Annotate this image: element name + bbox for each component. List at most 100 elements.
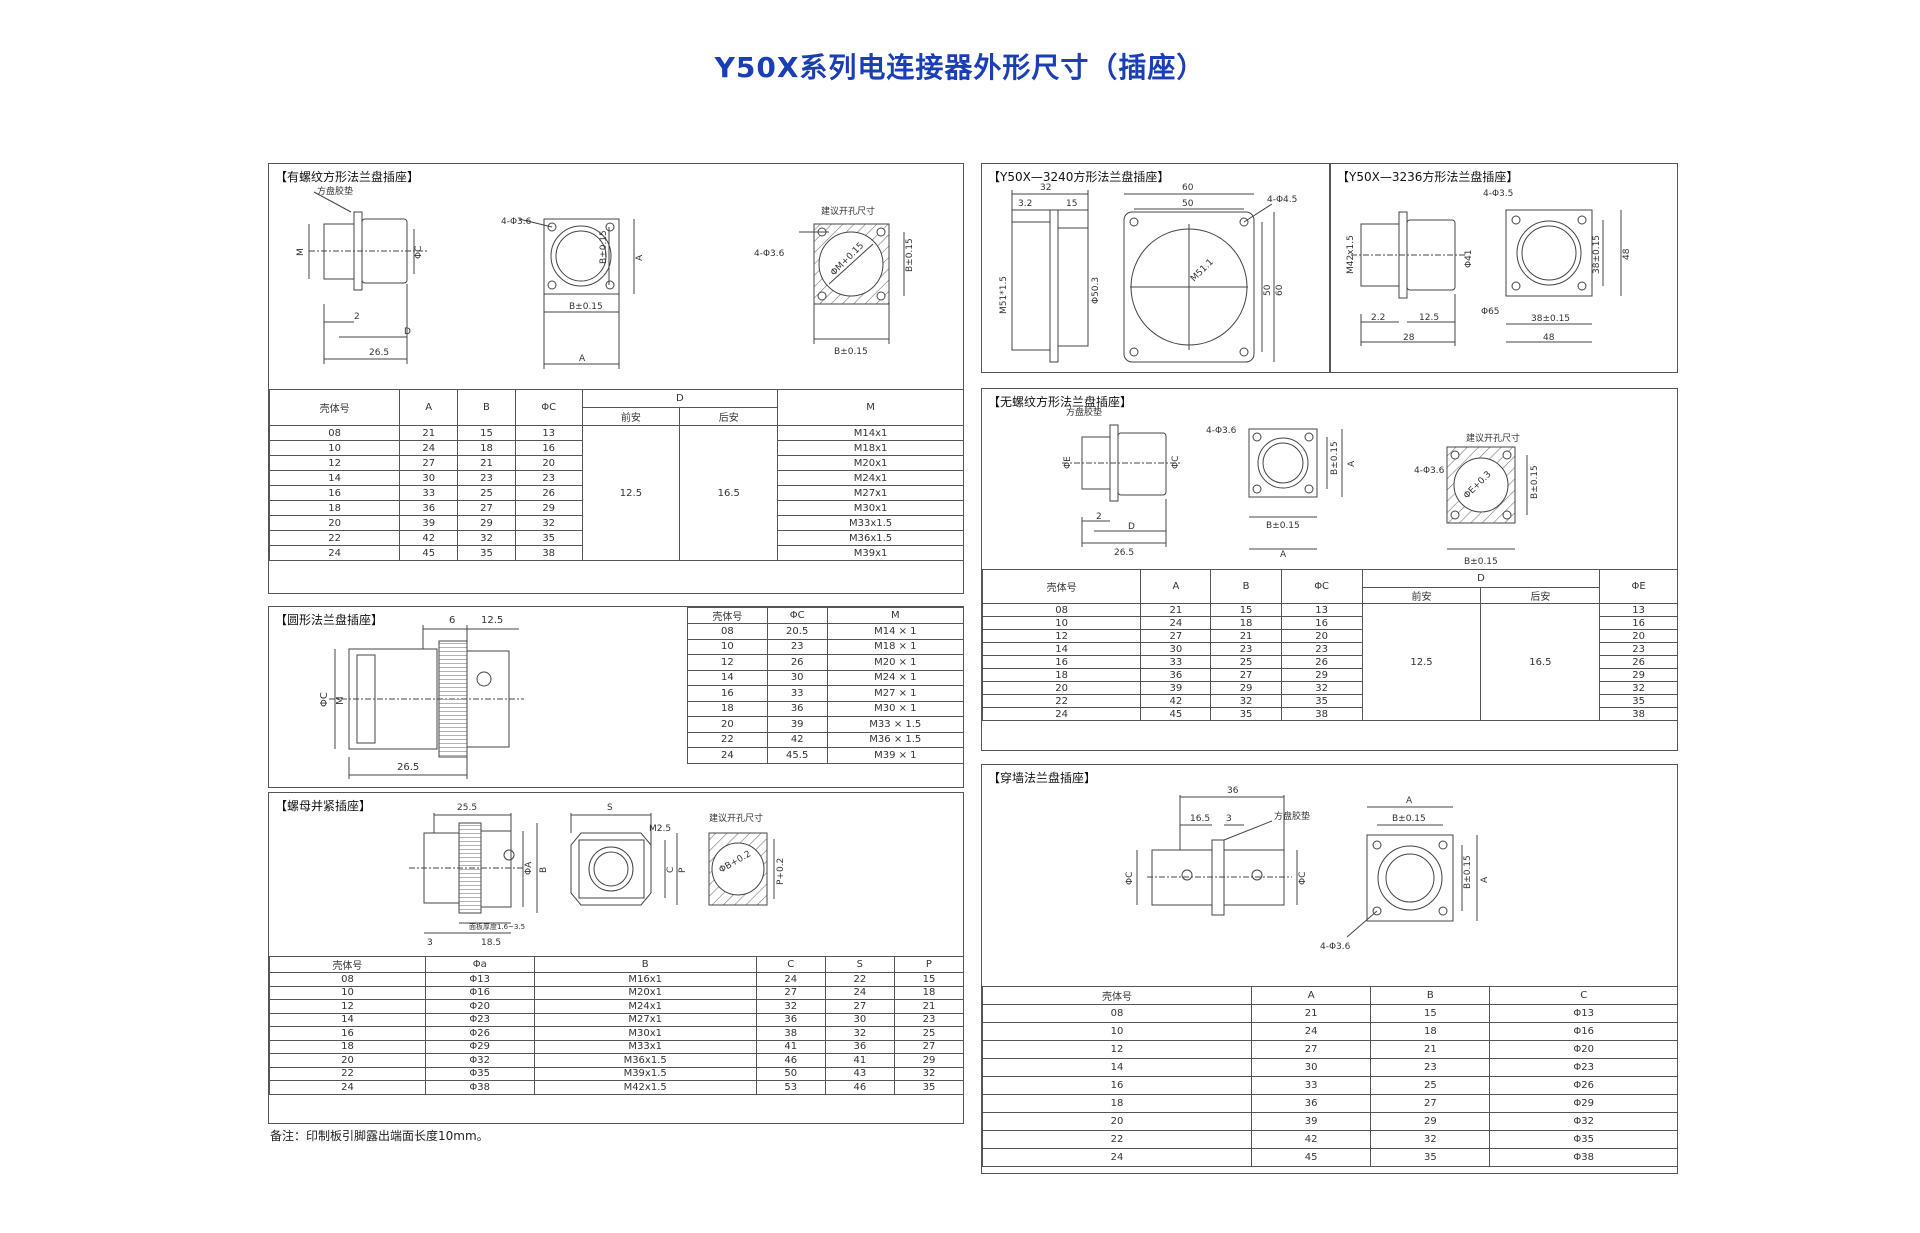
panel-round-flange: 【圆形法兰盘插座】 6 12.5 26.5 ΦC M xyxy=(268,606,965,788)
cell-5: 35 xyxy=(893,1080,965,1095)
cell-c: 38 xyxy=(514,545,583,561)
cell-c: 38 xyxy=(1280,707,1363,721)
cell-b: 32 xyxy=(457,530,516,546)
cell-0: 24 xyxy=(269,1080,426,1095)
cell-0: 22 xyxy=(687,731,768,748)
label-Bpm: B±0.15 xyxy=(1392,814,1426,824)
header-D: D xyxy=(1361,569,1601,588)
cell-0: 14 xyxy=(981,1058,1253,1077)
cell-2: 21 xyxy=(1370,1040,1491,1059)
cell-3: 27 xyxy=(755,985,826,1000)
cell-c: 20 xyxy=(514,455,583,471)
cell-shell: 14 xyxy=(268,470,401,486)
label-D: D xyxy=(404,327,411,337)
cell-a: 33 xyxy=(1140,655,1212,669)
cell-2: M33 × 1.5 xyxy=(826,716,965,733)
label-2: 2 xyxy=(1096,512,1102,522)
cell-last: M36x1.5 xyxy=(777,530,964,546)
cell-last: 35 xyxy=(1599,694,1678,708)
cell-1: 33 xyxy=(1251,1076,1372,1095)
cell-a: 45 xyxy=(399,545,459,561)
panel-no-thread-square: 【无螺纹方形法兰盘插座】 xyxy=(981,388,1678,751)
cell-0: 12 xyxy=(687,654,768,671)
panel-nut-lock: 【螺母并紧插座】 xyxy=(268,792,965,1124)
cell-1: Φ38 xyxy=(424,1080,535,1095)
cell-1: 26 xyxy=(766,654,828,671)
cell-0: 10 xyxy=(981,1022,1253,1041)
cell-5: 29 xyxy=(893,1053,965,1068)
cell-2: 15 xyxy=(1370,1004,1491,1023)
cell-last: M24x1 xyxy=(777,470,964,486)
cell-0: 22 xyxy=(269,1066,426,1081)
cell-0: 10 xyxy=(269,985,426,1000)
cell-2: 27 xyxy=(1370,1094,1491,1113)
cell-b: 29 xyxy=(1210,681,1282,695)
cell-d-front: 12.5 xyxy=(1361,603,1482,721)
label-v50: 50 xyxy=(1263,284,1273,296)
cell-0: 14 xyxy=(269,1012,426,1027)
label-M: M xyxy=(296,248,306,256)
label-Av: A xyxy=(1347,460,1357,467)
label-125: 12.5 xyxy=(1419,313,1439,323)
cell-0: 24 xyxy=(687,747,768,764)
label-B-cutout: B±0.15 xyxy=(1464,557,1498,567)
label-Av: A xyxy=(1480,876,1490,883)
cell-2: M27x1 xyxy=(533,1012,757,1027)
cell-c: 29 xyxy=(514,500,583,516)
cell-2: M33x1 xyxy=(533,1039,757,1054)
panel-threaded-square: 【有螺纹方形法兰盘插座】 xyxy=(268,163,964,594)
cell-b: 25 xyxy=(1210,655,1282,669)
label-P: P xyxy=(678,867,688,873)
label-phi65: Φ65 xyxy=(1481,307,1500,317)
threaded-square-drawing: 方盘胶垫 M ΦC 2 D 26.5 4-Φ3.6 B±0.15 A B±0.1… xyxy=(296,185,915,369)
cell-b: 35 xyxy=(1210,707,1282,721)
header-front: 前安 xyxy=(1361,587,1482,604)
panel-title: 【穿墙法兰盘插座】 xyxy=(988,771,1097,785)
label-holes: 4-Φ3.6 xyxy=(501,217,532,227)
cell-b: 15 xyxy=(457,425,516,441)
cell-1: 20.5 xyxy=(766,623,828,640)
cell-2: M36 × 1.5 xyxy=(826,731,965,748)
cell-1: 42 xyxy=(766,731,828,748)
label-28: 28 xyxy=(1403,333,1415,343)
cell-4: 43 xyxy=(824,1066,895,1081)
cell-3: Φ32 xyxy=(1489,1112,1678,1131)
cell-1: 24 xyxy=(1251,1022,1372,1041)
cell-c: 29 xyxy=(1280,668,1363,682)
label-gasket: 方盘胶垫 xyxy=(1066,406,1102,418)
cell-b: 25 xyxy=(457,485,516,501)
cell-shell: 20 xyxy=(981,681,1142,695)
cell-c: 16 xyxy=(1280,616,1363,630)
cell-c: 13 xyxy=(1280,603,1363,617)
label-phiE: ΦE xyxy=(1063,456,1073,469)
cell-1: Φ13 xyxy=(424,972,535,987)
cell-shell: 24 xyxy=(268,545,401,561)
footnote: 备注：印制板引脚露出端面长度10mm。 xyxy=(270,1129,489,1143)
round-flange-drawing: 6 12.5 26.5 ΦC M xyxy=(319,615,524,779)
cell-2: M16x1 xyxy=(533,972,757,987)
label-holes-cutout: 4-Φ3.6 xyxy=(754,249,785,259)
cell-4: 32 xyxy=(824,1026,895,1041)
label-A: A xyxy=(1280,550,1287,560)
cell-c: 35 xyxy=(514,530,583,546)
cell-b: 27 xyxy=(1210,668,1282,682)
cell-3: 50 xyxy=(755,1066,826,1081)
header-D: D xyxy=(581,389,779,408)
label-32: 32 xyxy=(1040,183,1051,193)
cell-3: 38 xyxy=(755,1026,826,1041)
header-B: B xyxy=(1370,986,1491,1005)
cell-3: 46 xyxy=(755,1053,826,1068)
cell-2: M30 × 1 xyxy=(826,700,965,717)
cell-last: 16 xyxy=(1599,616,1678,630)
label-cutout: 建议开孔尺寸 xyxy=(821,205,875,217)
through-wall-drawing: 36 16.5 3 方盘胶垫 A B±0.15 ΦC ΦC B±0.15 A 4… xyxy=(1125,786,1490,952)
